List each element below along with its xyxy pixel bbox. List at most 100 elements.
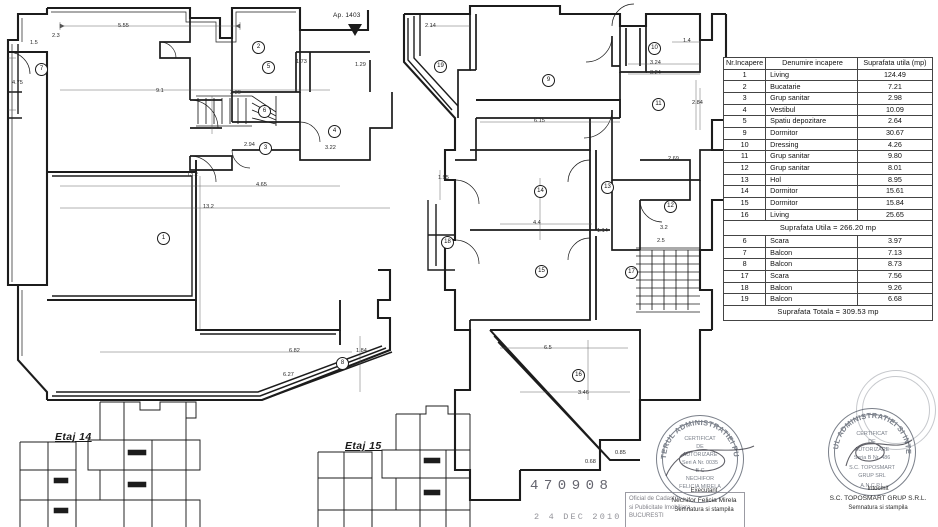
stamp-line-1: CERTIFICAT <box>684 436 716 442</box>
dimension-label: 2.84 <box>692 100 703 106</box>
dimension-label: 3.24 <box>650 70 661 76</box>
executant-name: Nechifor Felicia Mirela <box>671 497 737 504</box>
signature-block-intocmit: Intocmit S.C. TOPOSMART GRUP S.R.L. Semn… <box>818 485 938 513</box>
stamp-line-7: A.N.C.P.I. <box>860 483 884 489</box>
cell-room-area: 7.13 <box>856 246 934 260</box>
room-number-marker: 11 <box>652 98 665 111</box>
subtotal-row: Suprafata Utila = 266.20 mp <box>723 220 933 236</box>
dimension-label: 13.2 <box>203 204 214 210</box>
cell-room-area: 30.67 <box>856 126 934 140</box>
subtotal-label: Suprafata Utila = 266.20 mp <box>723 220 933 236</box>
dimension-label: 1.14 <box>597 228 608 234</box>
room-number-marker: 14 <box>534 185 547 198</box>
dimension-label: 6.27 <box>283 372 294 378</box>
cell-room-number: 3 <box>722 91 767 105</box>
room-number-marker: 3 <box>259 142 272 155</box>
dimension-label: 2.69 <box>668 156 679 162</box>
room-number-marker: 2 <box>252 41 265 54</box>
room-number-marker: 10 <box>648 42 661 55</box>
floor-label-etaj-14: Etaj 14 <box>55 431 92 443</box>
dimension-label: 1.29 <box>355 62 366 68</box>
cell-room-number: 6 <box>722 234 767 248</box>
cell-room-number: 9 <box>722 126 767 140</box>
stamp-line-5: S.C. TOPOSMART <box>849 465 895 471</box>
cell-room-number: 1 <box>722 68 767 82</box>
dimension-label: 1.95 <box>438 175 449 181</box>
cell-room-area: 9.26 <box>856 281 934 295</box>
dimension-label: 2.3 <box>52 33 60 39</box>
executant-caption: Semnatura si stampila <box>674 506 734 513</box>
cell-room-area: 25.65 <box>856 208 934 222</box>
cell-room-name: Scara <box>765 234 858 248</box>
column-header-nr: Nr.Incapere <box>722 57 767 70</box>
room-number-marker: 9 <box>542 74 555 87</box>
dimension-label: 1.5 <box>30 40 38 46</box>
cell-room-area: 4.26 <box>856 138 934 152</box>
dimension-label: 1.4 <box>683 38 691 44</box>
cell-room-name: Balcon <box>765 281 858 295</box>
cell-room-area: 8.01 <box>856 161 934 175</box>
intocmit-role: Intocmit <box>867 486 889 492</box>
stamp-line-2: DE <box>696 444 704 450</box>
ocpi-line-1: Oficial de Cadastru <box>629 496 681 502</box>
room-number-marker: 12 <box>664 200 677 213</box>
stamp-partial-inner-ring <box>862 376 930 444</box>
registration-number: 470908 <box>530 478 614 494</box>
room-number-marker: 18 <box>441 236 454 249</box>
cell-room-area: 7.21 <box>856 80 934 93</box>
stamp-line-7: FELICIA MIRELA <box>679 484 721 490</box>
cell-room-area: 124.49 <box>856 68 934 82</box>
cell-room-name: Dormitor <box>765 126 858 140</box>
dimension-label: 9.1 <box>156 88 164 94</box>
dimension-label: 3.2 <box>660 225 668 231</box>
cell-room-number: 14 <box>722 185 767 198</box>
dimension-label: 13.2 <box>187 172 198 178</box>
room-number-marker: 15 <box>535 265 548 278</box>
ocpi-line-2: si Publicitate Imobiliara <box>629 504 691 511</box>
room-number-marker: 7 <box>35 63 48 76</box>
cell-room-name: Dormitor <box>765 196 858 210</box>
cell-room-area: 9.80 <box>856 150 934 163</box>
column-header-name: Denumire incapere <box>765 57 858 70</box>
room-number-marker: 19 <box>434 60 447 73</box>
room-number-marker: 17 <box>625 266 638 279</box>
dimension-label: 6.15 <box>534 118 545 124</box>
table-header: Nr.Incapere Denumire incapere Suprafata … <box>722 57 934 70</box>
dimension-label: 3.39 <box>230 90 241 96</box>
dimension-label: 0.68 <box>585 459 596 465</box>
dimension-label: 1.73 <box>296 59 307 65</box>
room-number-marker: 13 <box>601 181 614 194</box>
cell-room-name: Dressing <box>765 138 858 152</box>
dimension-label: 3.22 <box>325 145 336 151</box>
ocpi-registration-box: Oficial de Cadastru si Publicitate Imobi… <box>625 492 745 527</box>
cell-room-name: Bucatarie <box>765 80 858 93</box>
cell-room-name: Balcon <box>765 246 858 260</box>
cell-room-area: 2.98 <box>856 91 934 105</box>
stamp-line-3: AUTORIZARE <box>682 452 718 458</box>
room-number-marker: 16 <box>572 369 585 382</box>
cell-room-area: 10.09 <box>856 103 934 117</box>
cell-room-number: 7 <box>722 246 767 260</box>
cell-room-number: 11 <box>722 150 767 163</box>
dimension-label: 6.5 <box>544 345 552 351</box>
dimension-label: 3.24 <box>650 60 661 66</box>
table-header-row: Nr.Incapere Denumire incapere Suprafata … <box>722 57 934 70</box>
intocmit-name: S.C. TOPOSMART GRUP S.R.L. <box>829 495 927 502</box>
room-number-marker: 4 <box>328 125 341 138</box>
cell-room-number: 19 <box>722 293 767 306</box>
executant-role: Executant <box>690 488 718 494</box>
dimension-label: 0.85 <box>615 450 626 456</box>
room-number-marker: 5 <box>262 61 275 74</box>
cell-room-number: 13 <box>722 173 767 187</box>
